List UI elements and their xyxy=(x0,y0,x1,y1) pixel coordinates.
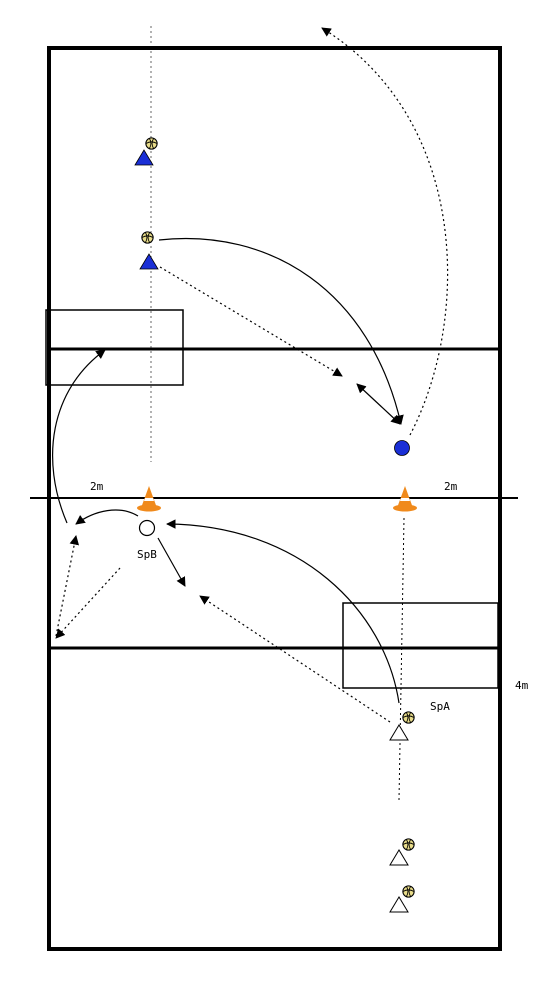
pass-arc-bottom xyxy=(166,519,400,704)
player-blue-1 xyxy=(134,149,154,166)
volleyball-icon xyxy=(402,885,415,898)
label-player-a: SpA xyxy=(430,700,450,713)
zone-bottom-right xyxy=(342,602,499,689)
label-player-b: SpB xyxy=(137,548,157,561)
run-arc-left xyxy=(52,349,106,524)
move-arrow-top xyxy=(356,383,401,425)
volleyball-icon xyxy=(141,231,154,244)
player-white-1 xyxy=(389,724,409,741)
volleyball-icon xyxy=(402,711,415,724)
label-side-distance: 4m xyxy=(515,679,529,692)
dotted-pass-top xyxy=(159,266,343,377)
zone-top-left xyxy=(45,309,184,386)
volleyball-icon xyxy=(145,137,158,150)
player-blue-circle xyxy=(394,440,410,456)
pass-arc-top xyxy=(158,238,404,425)
run-arc-spb xyxy=(75,509,139,525)
player-spb-circle xyxy=(138,519,156,537)
player-white-2 xyxy=(389,849,409,866)
player-blue-2 xyxy=(139,253,159,270)
dotted-run-top-right xyxy=(321,27,449,436)
volleyball-icon xyxy=(402,838,415,851)
dotted-run-left-up xyxy=(55,535,80,637)
player-white-3 xyxy=(389,896,409,913)
guide-line-right xyxy=(398,517,405,801)
dotted-run-left-down xyxy=(55,567,121,639)
label-right-distance: 2m xyxy=(444,480,458,493)
label-left-distance: 2m xyxy=(90,480,104,493)
move-arrow-spb xyxy=(157,537,186,587)
